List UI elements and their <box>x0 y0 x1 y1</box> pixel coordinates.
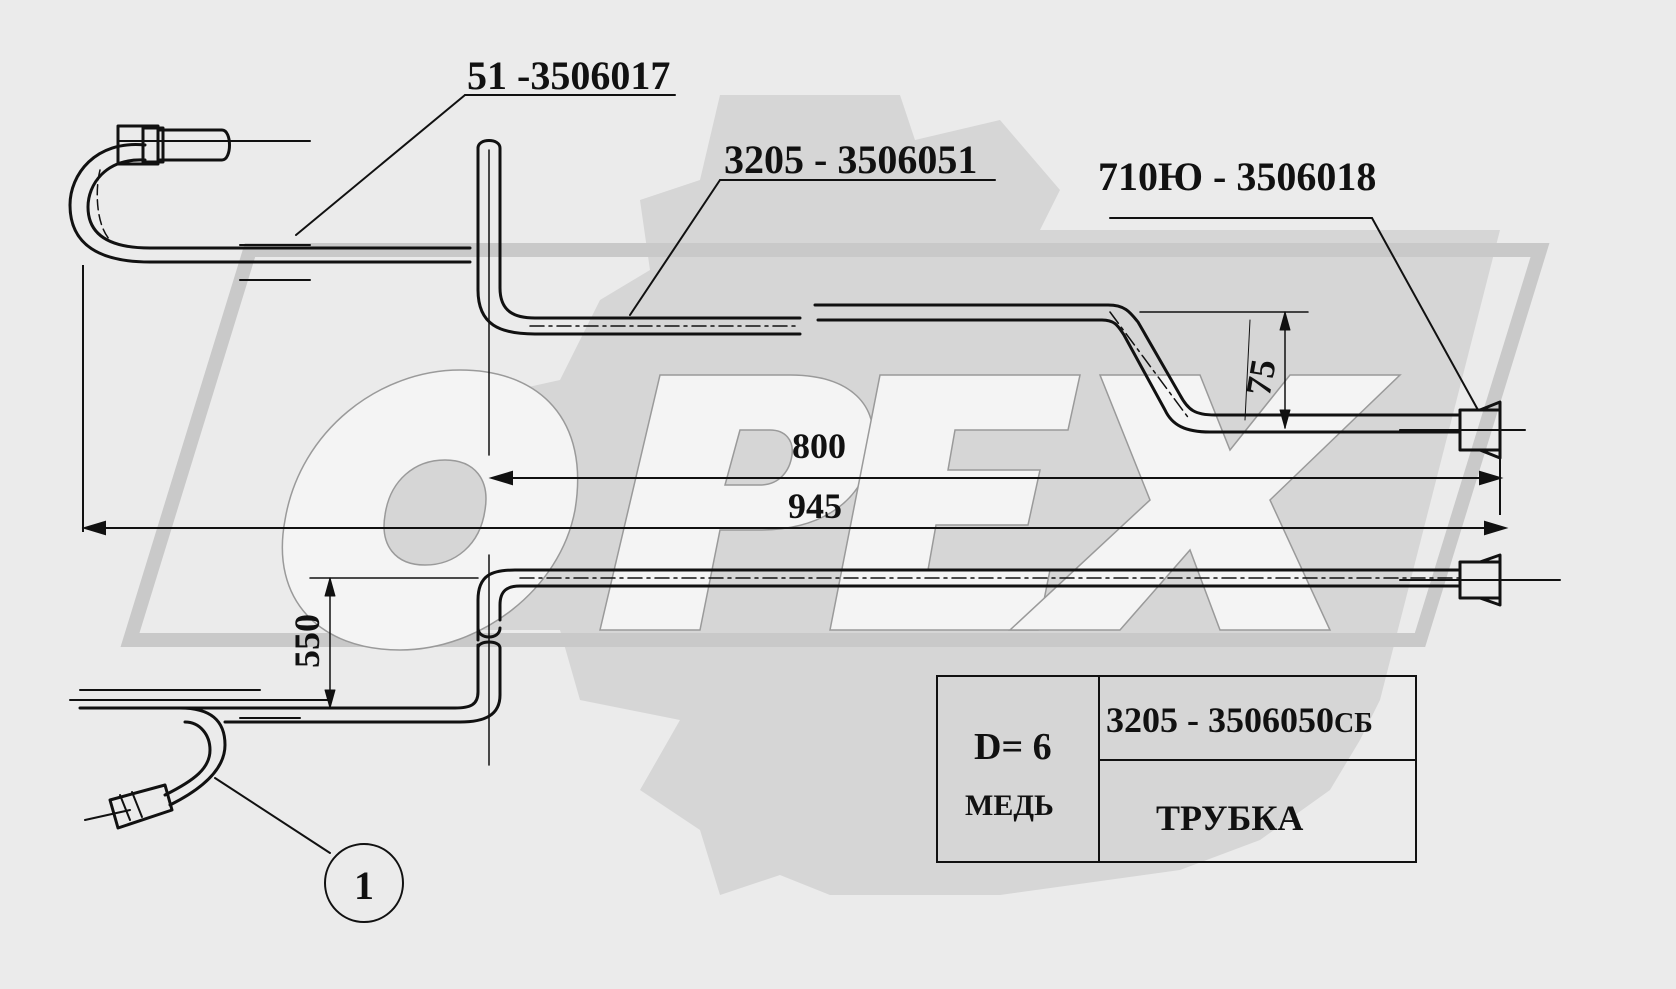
designation-number: 3205 - 3506050 <box>1106 700 1334 740</box>
upper-pipe-assembly <box>68 94 1526 460</box>
material-label: МЕДЬ <box>965 789 1054 822</box>
title-block: D= 6 МЕДЬ 3205 - 3506050СБ ТРУБКА <box>936 675 1417 863</box>
designation-label: 3205 - 3506050СБ <box>1106 699 1373 741</box>
callout-3205-3506051: 3205 - 3506051 <box>724 137 978 182</box>
watermark-letter-x <box>1008 374 1402 631</box>
watermark-letters <box>281 369 1402 651</box>
title-block-spec-cell: D= 6 МЕДЬ <box>938 677 1100 861</box>
watermark-banner <box>120 243 1550 647</box>
dimension-800: 800 <box>792 426 846 466</box>
watermark-letter-o <box>281 369 579 651</box>
item-balloon: 1 <box>324 843 404 923</box>
diameter-label: D= 6 <box>974 726 1052 768</box>
item-balloon-number: 1 <box>354 863 374 908</box>
part-name: ТРУБКА <box>1156 798 1304 838</box>
dimension-75: 75 <box>1238 356 1284 399</box>
title-block-designation-cell: 3205 - 3506050СБ <box>1100 677 1415 761</box>
dimension-945: 945 <box>788 486 842 526</box>
callout-710yu-3506018: 710Ю - 3506018 <box>1098 154 1377 199</box>
lower-pipe-assembly <box>69 553 1561 854</box>
designation-suffix: СБ <box>1334 708 1373 739</box>
dimension-550: 550 <box>287 614 327 668</box>
dimension-lines <box>81 265 1509 536</box>
callout-51-3506017: 51 -3506017 <box>467 53 671 98</box>
